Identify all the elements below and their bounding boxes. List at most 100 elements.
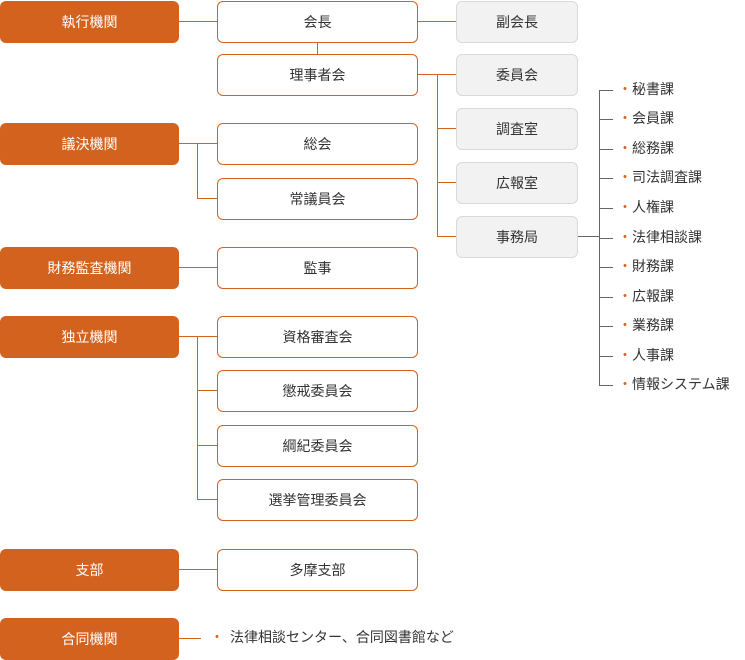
section-item: ・人事課 xyxy=(600,346,674,366)
connector-line xyxy=(437,182,456,183)
unit-auditor: 監事 xyxy=(217,247,418,289)
connector-line xyxy=(599,178,613,179)
sub-office: 委員会 xyxy=(456,54,578,96)
connector-line xyxy=(599,267,613,268)
connector-line xyxy=(197,499,217,500)
category-branch-label: 支部 xyxy=(75,563,104,579)
sub-secretariat: 事務局 xyxy=(456,216,578,258)
connector-line xyxy=(599,385,613,386)
unit-tama-branch: 多摩支部 xyxy=(217,549,418,591)
category-executive: 執行機関 xyxy=(0,1,179,43)
unit-committee: 選挙管理委員会 xyxy=(217,479,418,521)
unit-general-assembly: 総会 xyxy=(217,123,418,165)
unit-committee-label: 資格審査会 xyxy=(282,330,353,346)
connector-line xyxy=(437,128,456,129)
sub-secretariat-label: 事務局 xyxy=(496,230,538,246)
sub-vice-president-label: 副会長 xyxy=(496,15,538,31)
unit-committee-label: 選挙管理委員会 xyxy=(268,493,367,509)
section-item: ・情報システム課 xyxy=(600,375,730,395)
section-label: 広報課 xyxy=(632,289,674,305)
connector-line xyxy=(197,445,217,446)
connector-line xyxy=(179,336,217,337)
connector-line xyxy=(437,74,438,236)
unit-committee-label: 懲戒委員会 xyxy=(282,384,353,400)
unit-general-assembly-label: 総会 xyxy=(303,137,332,153)
section-item: ・業務課 xyxy=(600,316,674,336)
section-item: ・秘書課 xyxy=(600,80,674,100)
connector-line xyxy=(179,267,217,268)
section-item: ・財務課 xyxy=(600,257,674,277)
unit-committee: 綱紀委員会 xyxy=(217,425,418,467)
category-branch: 支部 xyxy=(0,549,179,591)
sub-office-label: 委員会 xyxy=(496,68,538,84)
joint-organs-note: ・法律相談センター、合同図書館など xyxy=(210,627,454,647)
bullet-dot-icon: ・ xyxy=(618,259,632,275)
bullet-dot-icon: ・ xyxy=(618,141,632,157)
section-item: ・司法調査課 xyxy=(600,168,702,188)
connector-line xyxy=(599,149,613,150)
connector-line xyxy=(437,236,456,237)
unit-committee: 資格審査会 xyxy=(217,316,418,358)
bullet-dot-icon: ・ xyxy=(210,630,224,646)
joint-organs-note-text: 法律相談センター、合同図書館など xyxy=(230,630,454,646)
section-label: 情報システム課 xyxy=(632,377,730,393)
connector-line xyxy=(599,90,613,91)
section-label: 総務課 xyxy=(632,141,674,157)
connector-line xyxy=(179,143,217,144)
section-label: 会員課 xyxy=(632,111,674,127)
unit-standing-council: 常議員会 xyxy=(217,178,418,220)
connector-line xyxy=(317,43,318,54)
bullet-dot-icon: ・ xyxy=(618,318,632,334)
connector-line xyxy=(197,390,217,391)
category-independent: 独立機関 xyxy=(0,316,179,358)
category-independent-label: 独立機関 xyxy=(61,330,118,346)
section-label: 業務課 xyxy=(632,318,674,334)
bullet-dot-icon: ・ xyxy=(618,230,632,246)
sub-office: 調査室 xyxy=(456,108,578,150)
category-joint-label: 合同機関 xyxy=(61,632,118,648)
bullet-dot-icon: ・ xyxy=(618,82,632,98)
unit-standing-council-label: 常議員会 xyxy=(289,192,346,208)
unit-president-label: 会長 xyxy=(303,15,332,31)
unit-committee-label: 綱紀委員会 xyxy=(282,439,353,455)
connector-line xyxy=(179,21,217,22)
section-item: ・人権課 xyxy=(600,198,674,218)
section-item: ・総務課 xyxy=(600,139,674,159)
connector-line xyxy=(599,326,613,327)
connector-line xyxy=(599,356,613,357)
sub-office-label: 調査室 xyxy=(496,122,538,138)
connector-line xyxy=(578,236,600,237)
category-audit: 財務監査機関 xyxy=(0,247,179,289)
bullet-dot-icon: ・ xyxy=(618,111,632,127)
section-item: ・広報課 xyxy=(600,287,674,307)
connector-line xyxy=(418,21,456,22)
unit-president: 会長 xyxy=(217,1,418,43)
unit-board: 理事者会 xyxy=(217,54,418,96)
section-label: 財務課 xyxy=(632,259,674,275)
category-executive-label: 執行機関 xyxy=(61,15,118,31)
connector-line xyxy=(599,119,613,120)
unit-tama-branch-label: 多摩支部 xyxy=(289,563,346,579)
bullet-dot-icon: ・ xyxy=(618,377,632,393)
connector-line xyxy=(179,638,201,639)
bullet-dot-icon: ・ xyxy=(618,289,632,305)
bullet-dot-icon: ・ xyxy=(618,170,632,186)
category-legislative: 議決機関 xyxy=(0,123,179,165)
bullet-dot-icon: ・ xyxy=(618,348,632,364)
sub-office-label: 広報室 xyxy=(496,176,538,192)
section-item: ・法律相談課 xyxy=(600,228,702,248)
unit-auditor-label: 監事 xyxy=(303,261,332,277)
connector-line xyxy=(599,238,613,239)
category-legislative-label: 議決機関 xyxy=(61,137,118,153)
section-label: 法律相談課 xyxy=(632,230,702,246)
unit-board-label: 理事者会 xyxy=(289,68,346,84)
connector-line xyxy=(197,143,198,198)
bullet-dot-icon: ・ xyxy=(618,200,632,216)
section-label: 人事課 xyxy=(632,348,674,364)
unit-committee: 懲戒委員会 xyxy=(217,370,418,412)
category-joint: 合同機関 xyxy=(0,618,179,660)
section-label: 秘書課 xyxy=(632,82,674,98)
connector-line xyxy=(179,569,217,570)
sub-office: 広報室 xyxy=(456,162,578,204)
